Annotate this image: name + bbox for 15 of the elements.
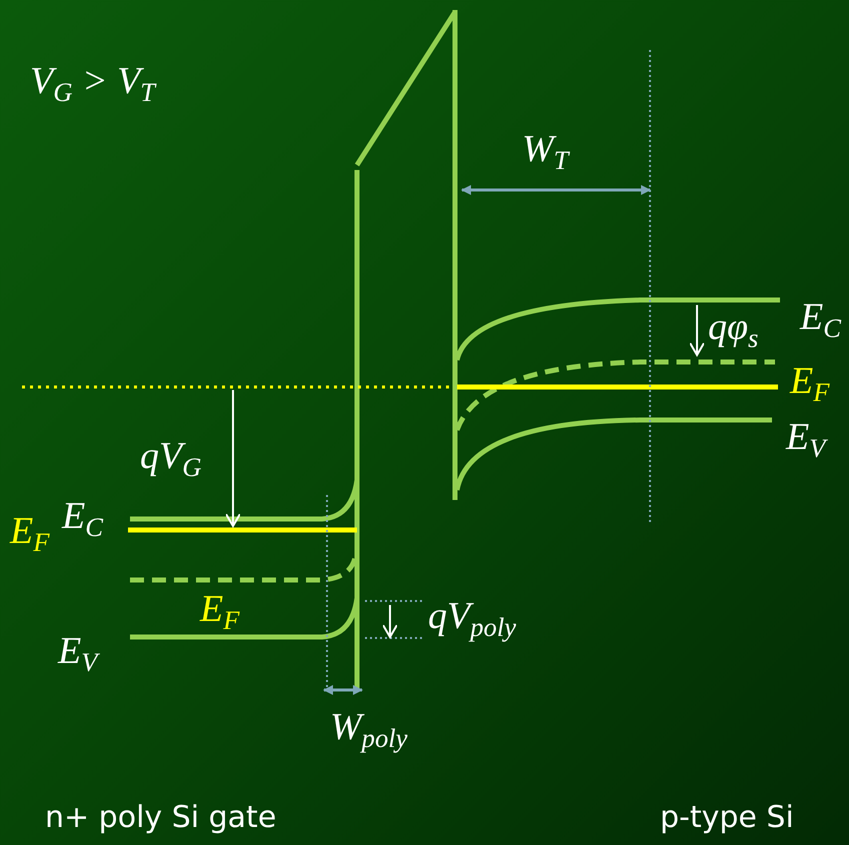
band-label: E$_{F}$ xyxy=(10,512,50,556)
poly-depletion-width-label: W$_{poly}$ xyxy=(330,708,408,752)
band-label: E$_{C}$ xyxy=(800,298,841,342)
band-label: E$_{F}$ xyxy=(790,362,830,406)
region-label: n+ poly Si gate xyxy=(45,803,276,833)
band-label: E$_{C}$ xyxy=(62,497,103,541)
depletion-width-label: W$_{T}$ xyxy=(522,130,568,174)
gate-voltage-condition: V$_{G}$ > V$_{T}$ xyxy=(30,62,156,106)
band-label: E$_{F}$ xyxy=(200,590,240,634)
band-label: E$_{V}$ xyxy=(58,632,98,676)
gate-voltage-label: qV$_{G}$ xyxy=(140,437,202,481)
poly-voltage-label: qV$_{poly}$ xyxy=(428,597,516,641)
band-label: E$_{V}$ xyxy=(786,418,826,462)
region-label: p-type Si xyxy=(660,803,794,833)
surface-potential-label: qφ$_{s}$ xyxy=(708,308,758,352)
